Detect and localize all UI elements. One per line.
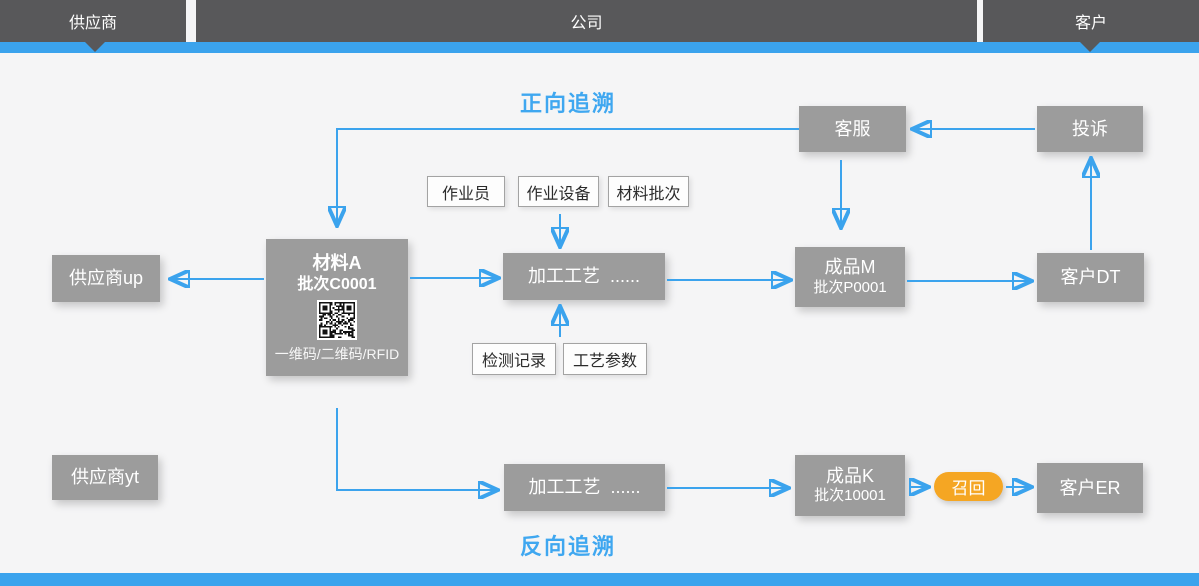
tag-inspection-record: 检测记录 bbox=[472, 343, 556, 375]
tag-operator-label: 作业员 bbox=[441, 185, 490, 203]
node-customer-service: 客服 bbox=[799, 106, 906, 152]
node-customer-service-label: 客服 bbox=[834, 118, 871, 139]
node-complaint-label: 投诉 bbox=[1072, 118, 1108, 139]
lane-company-label: 公司 bbox=[570, 15, 603, 32]
node-customer-dt-label: 客户DT bbox=[1060, 267, 1121, 288]
node-material-a-batch: 批次C0001 bbox=[297, 275, 377, 293]
tag-inspection-record-label: 检测记录 bbox=[481, 353, 546, 370]
node-supplier-yt: 供应商yt bbox=[52, 455, 158, 500]
tag-equipment: 作业设备 bbox=[518, 176, 599, 207]
lane-supplier-pointer bbox=[85, 42, 105, 52]
node-product-k-batch: 批次10001 bbox=[814, 487, 886, 505]
lane-customer: 客户 bbox=[983, 0, 1199, 42]
node-supplier-up: 供应商up bbox=[52, 255, 160, 302]
node-product-m: 成品M 批次P0001 bbox=[795, 247, 905, 307]
node-material-a-caption: 一维码/二维码/RFID bbox=[274, 345, 400, 362]
node-customer-er-label: 客户ER bbox=[1059, 477, 1121, 498]
qr-code bbox=[317, 299, 357, 340]
top-blue-bar bbox=[0, 42, 1199, 53]
node-process-top: 加工工艺 ...... bbox=[503, 253, 665, 300]
tag-operator: 作业员 bbox=[427, 176, 505, 207]
node-recall: 召回 bbox=[934, 472, 1003, 501]
lane-company: 公司 bbox=[196, 0, 977, 42]
node-recall-label: 召回 bbox=[951, 479, 986, 498]
lane-supplier-label: 供应商 bbox=[68, 15, 117, 32]
lane-customer-pointer bbox=[1080, 42, 1100, 52]
node-product-k: 成品K 批次10001 bbox=[795, 455, 905, 516]
node-product-m-title: 成品M bbox=[824, 257, 876, 278]
node-customer-dt: 客户DT bbox=[1037, 253, 1144, 302]
node-product-k-title: 成品K bbox=[825, 465, 874, 486]
backward-trace-title: 反向追溯 bbox=[519, 534, 616, 559]
lane-supplier: 供应商 bbox=[0, 0, 186, 42]
node-complaint: 投诉 bbox=[1037, 106, 1143, 152]
tag-material-batch-label: 材料批次 bbox=[616, 185, 681, 203]
node-material-a-title: 材料A bbox=[312, 253, 362, 273]
node-process-top-label: 加工工艺 ...... bbox=[527, 266, 640, 287]
node-process-bottom: 加工工艺 ...... bbox=[504, 464, 665, 511]
tag-process-params: 工艺参数 bbox=[563, 343, 647, 375]
node-supplier-up-label: 供应商up bbox=[68, 268, 144, 289]
node-material-a: 材料A 批次C0001 一维码/二维码/RFID bbox=[266, 239, 408, 376]
tag-material-batch: 材料批次 bbox=[608, 176, 689, 207]
node-product-m-batch: 批次P0001 bbox=[813, 278, 887, 296]
tag-process-params-label: 工艺参数 bbox=[572, 353, 637, 370]
lane-customer-label: 客户 bbox=[1074, 15, 1107, 32]
forward-trace-title: 正向追溯 bbox=[519, 91, 616, 116]
node-supplier-yt-label: 供应商yt bbox=[70, 467, 139, 488]
node-customer-er: 客户ER bbox=[1037, 463, 1143, 513]
node-process-bottom-label: 加工工艺 ...... bbox=[528, 477, 641, 498]
bottom-blue-bar bbox=[0, 573, 1199, 586]
arrow-material-to-process2 bbox=[336, 408, 496, 490]
tag-equipment-label: 作业设备 bbox=[526, 185, 591, 203]
